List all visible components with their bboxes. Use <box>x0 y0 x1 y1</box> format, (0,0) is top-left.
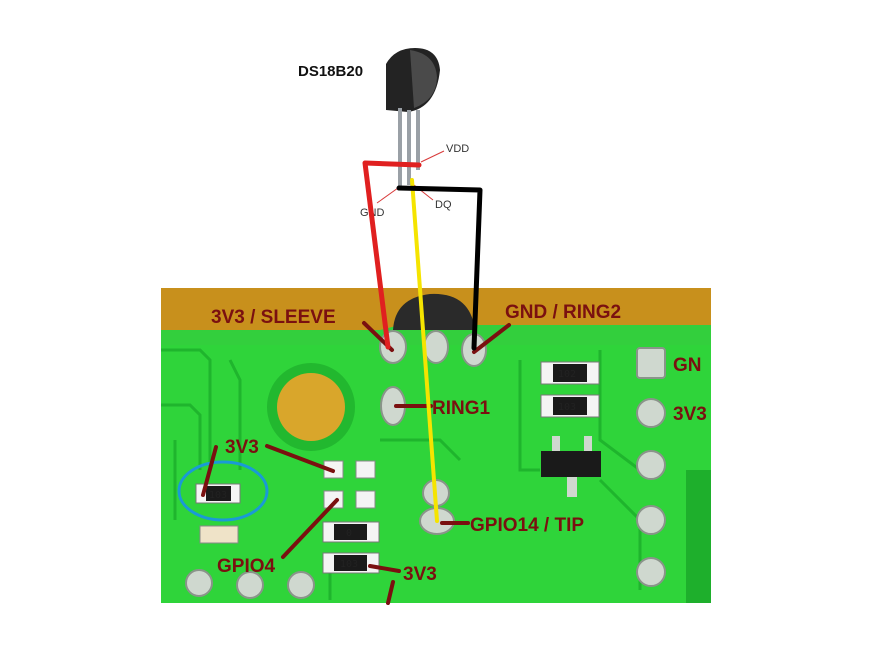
label-3v3-bottom: 3V3 <box>403 564 437 585</box>
label-tip: GPIO14 / TIP <box>470 515 584 536</box>
label-ring2: GND / RING2 <box>505 302 621 323</box>
jack-pads <box>379 330 487 535</box>
leader-3v3-bottom-b <box>386 580 395 605</box>
smd-pad-sq4 <box>355 490 376 509</box>
smd-code-r2: 103 <box>558 402 576 413</box>
pcb-board: 103 102 103 0 103 <box>161 288 711 603</box>
smd-code-highlight: 103 <box>209 490 227 501</box>
pad-sleeve <box>379 330 407 364</box>
highlight-ring <box>177 460 269 522</box>
pcb-surface <box>161 330 711 603</box>
smd-code-c1: 0 <box>346 528 352 539</box>
sensor-lead-vdd <box>416 110 420 170</box>
label-header-gnd: GN <box>673 355 702 376</box>
header-pin-3 <box>636 450 666 480</box>
label-sleeve: 3V3 / SLEEVE <box>211 307 336 328</box>
leader-lines <box>201 321 511 605</box>
pcb-traces <box>161 348 642 600</box>
pin-label-dq: DQ <box>435 199 452 211</box>
smd-pad-sq2 <box>355 460 376 479</box>
smd-code-c2: 103 <box>340 559 358 570</box>
smd-pad-sq3 <box>323 490 344 509</box>
leader-ring2 <box>472 323 511 354</box>
right-margin <box>711 280 883 610</box>
label-header-3v3: 3V3 <box>673 404 707 425</box>
wire-vdd <box>362 160 422 350</box>
header-pin-2 <box>636 398 666 428</box>
smd-code-r1: 102 <box>558 369 576 380</box>
smd-transistor <box>541 451 601 477</box>
pad-middle <box>423 330 449 364</box>
label-gpio4: GPIO4 <box>217 556 276 577</box>
header-pins <box>636 347 666 587</box>
smd-cap-left <box>199 525 239 544</box>
bottom-pin-1 <box>185 569 213 597</box>
pcb-right-strip <box>686 470 711 603</box>
sensor-name: DS18B20 <box>298 63 363 80</box>
leader-gpio4 <box>281 498 339 559</box>
leader-3v3-bottom-a <box>368 564 401 573</box>
sensor-lead-gnd <box>398 108 402 186</box>
header-pin-4 <box>636 505 666 535</box>
smd-components: 103 102 103 0 103 <box>195 361 601 574</box>
leader-3v3-left-a <box>201 445 218 497</box>
pin-label-vdd: VDD <box>446 143 469 155</box>
mounting-hole <box>277 373 345 441</box>
sensor-pin-labels: VDD DQ GND <box>360 143 469 219</box>
leader-3v3-left-b <box>265 444 335 473</box>
wires <box>362 160 483 523</box>
bottom-pin-2 <box>236 571 264 599</box>
label-ring1: RING1 <box>432 398 491 419</box>
sensor-lead-dq <box>407 110 411 185</box>
header-pin-5 <box>636 557 666 587</box>
wire-gnd <box>396 185 483 351</box>
board-labels: 3V3 / SLEEVE GND / RING2 RING1 GPIO14 / … <box>211 302 707 585</box>
wire-dq <box>410 178 439 523</box>
bottom-pin-3 <box>287 571 315 599</box>
audio-jack-body <box>393 293 475 330</box>
header-pin-gnd <box>636 347 666 379</box>
ds18b20-sensor: DS18B20 <box>298 48 440 186</box>
label-3v3-left: 3V3 <box>225 437 259 458</box>
